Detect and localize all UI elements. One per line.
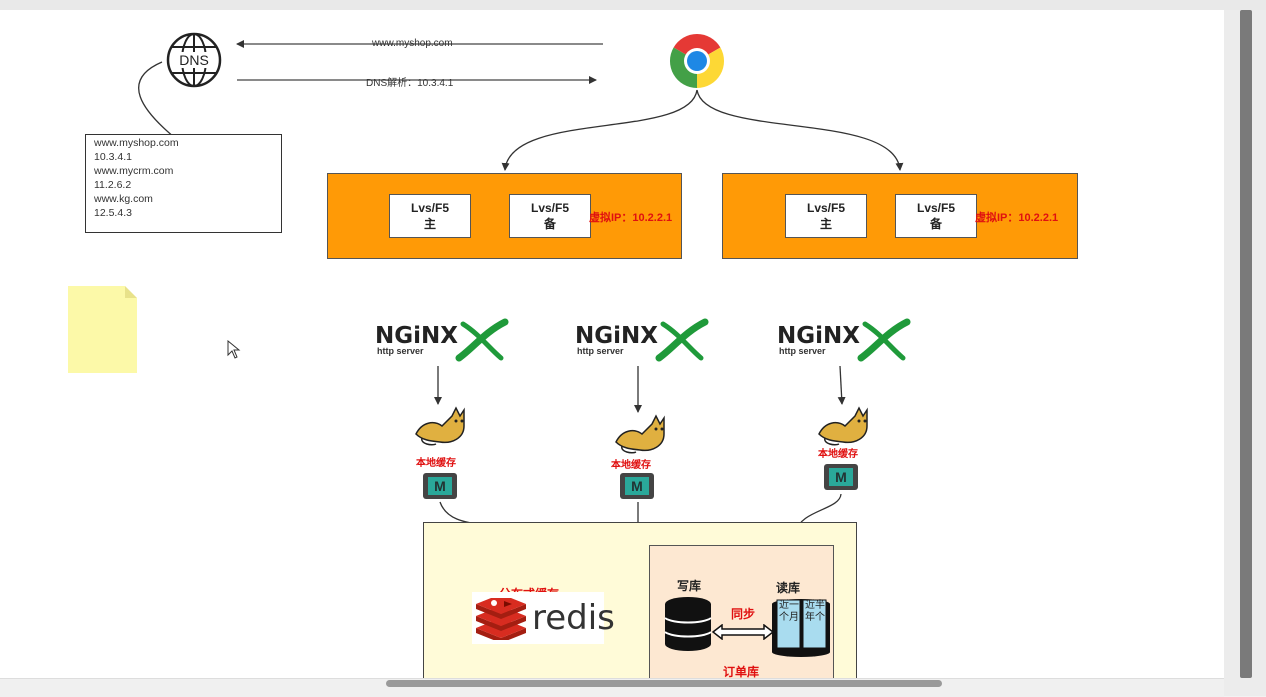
dns-globe-icon: DNS xyxy=(166,32,222,88)
nginx-logo-2: NGiNX http server xyxy=(575,318,710,362)
host-line: www.mycrm.com xyxy=(94,165,174,177)
nginx-wordmark: NGiNX xyxy=(375,323,458,349)
tomcat-icon xyxy=(815,404,871,453)
dns-label: DNS xyxy=(179,52,209,68)
sync-double-arrow xyxy=(712,624,774,640)
sticky-note[interactable] xyxy=(68,286,137,373)
nginx-x-icon xyxy=(857,318,911,362)
tomcat-icon xyxy=(412,404,468,453)
read-db-label: 读库 xyxy=(776,581,801,595)
nginx-logo-1: NGiNX http server xyxy=(375,318,510,362)
memcache-letter: M xyxy=(625,477,649,495)
lvs-primary-role: 主 xyxy=(819,217,832,231)
vip-label-left: 虚拟IP：10.2.2.1 xyxy=(589,212,673,224)
memcache-icon: M xyxy=(423,473,457,499)
write-database-icon xyxy=(663,596,713,657)
horizontal-scrollbar-thumb[interactable] xyxy=(386,680,942,687)
lvs-primary-right: Lvs/F5 主 xyxy=(785,194,867,238)
memcache-icon: M xyxy=(620,473,654,499)
lvs-backup-title: Lvs/F5 xyxy=(530,201,569,215)
read-database-icon: 近一个月 近半年个 xyxy=(770,598,832,660)
tomcat-icon xyxy=(612,412,668,461)
local-cache-label: 本地缓存 xyxy=(611,460,651,471)
lb-group-left xyxy=(327,173,682,259)
vip-label-right: 虚拟IP：10.2.2.1 xyxy=(975,212,1059,224)
arrow-dns-to-hosts xyxy=(138,61,181,143)
lvs-backup-role: 备 xyxy=(929,217,942,231)
memcache-letter: M xyxy=(829,468,853,486)
nginx-subtitle: http server xyxy=(577,346,624,356)
host-line: www.myshop.com xyxy=(94,137,179,149)
write-db-label: 写库 xyxy=(677,579,702,593)
redis-logo: redis xyxy=(472,592,615,644)
local-cache-label: 本地缓存 xyxy=(416,458,456,469)
lvs-primary-role: 主 xyxy=(423,217,436,231)
memcache-letter: M xyxy=(428,477,452,495)
lvs-primary-left: Lvs/F5 主 xyxy=(389,194,471,238)
partition-recent-half-year: 近半年个 xyxy=(805,600,825,623)
nginx-subtitle: http server xyxy=(377,346,424,356)
redis-wordmark: redis xyxy=(532,598,615,638)
redis-stack-icon xyxy=(476,598,526,640)
memcache-icon: M xyxy=(824,464,858,490)
sync-label: 同步 xyxy=(731,607,756,621)
lvs-primary-title: Lvs/F5 xyxy=(410,201,449,215)
lvs-backup-right: Lvs/F5 备 xyxy=(895,194,977,238)
lvs-backup-left: Lvs/F5 备 xyxy=(509,194,591,238)
host-line: 12.5.4.3 xyxy=(94,207,132,219)
mouse-cursor-icon xyxy=(227,339,241,365)
lvs-backup-title: Lvs/F5 xyxy=(916,201,955,215)
arrow-browser-to-lb-left xyxy=(501,89,698,171)
dns-records-box: www.myshop.com 10.3.4.1 www.mycrm.com 11… xyxy=(85,134,282,233)
chrome-browser-icon xyxy=(668,32,726,90)
host-line: www.kg.com xyxy=(94,193,153,205)
nginx-subtitle: http server xyxy=(779,346,826,356)
partition-recent-month: 近一个月 xyxy=(779,600,799,623)
response-label: DNS解析：10.3.4.1 xyxy=(366,78,454,89)
arrow-browser-to-lb-right xyxy=(696,89,904,171)
arrow-nginx3-tomcat xyxy=(837,365,846,405)
host-line: 11.2.6.2 xyxy=(94,179,132,191)
order-db-label: 订单库 xyxy=(723,665,760,679)
nginx-wordmark: NGiNX xyxy=(575,323,658,349)
nginx-x-icon xyxy=(655,318,709,362)
lvs-backup-role: 备 xyxy=(543,217,556,231)
lvs-primary-title: Lvs/F5 xyxy=(806,201,845,215)
local-cache-label: 本地缓存 xyxy=(818,449,858,460)
request-label: www.myshop.com xyxy=(372,38,453,49)
nginx-wordmark: NGiNX xyxy=(777,323,860,349)
nginx-x-icon xyxy=(455,318,509,362)
host-line: 10.3.4.1 xyxy=(94,151,132,163)
nginx-logo-3: NGiNX http server xyxy=(777,318,912,362)
vertical-scrollbar-thumb[interactable] xyxy=(1240,10,1252,678)
